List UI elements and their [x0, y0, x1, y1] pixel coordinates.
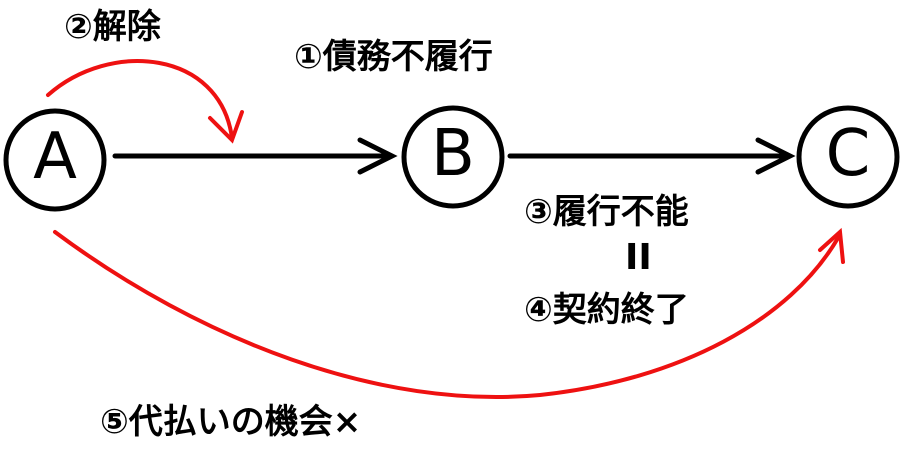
label-equals: II [625, 237, 652, 278]
label-contract-end: ④契約終了 [524, 290, 689, 330]
node-c-circle [796, 105, 900, 209]
node-b-circle [401, 105, 505, 209]
red-arrow-subrogation [53, 227, 845, 400]
node-c-label: C [825, 117, 871, 191]
label-subrogation: ⑤代払いの機会× [100, 402, 362, 442]
label-cancel: ②解除 [64, 7, 161, 47]
arrow-a-to-b [112, 137, 398, 175]
arrow-b-to-c [507, 137, 796, 175]
node-a-label: A [33, 120, 77, 194]
label-impossibility: ③履行不能 [524, 192, 689, 232]
label-nonperformance: ①債務不履行 [294, 37, 493, 77]
red-arrow-cancel [46, 59, 244, 144]
node-a-circle [3, 108, 107, 212]
node-b-label: B [431, 117, 475, 191]
